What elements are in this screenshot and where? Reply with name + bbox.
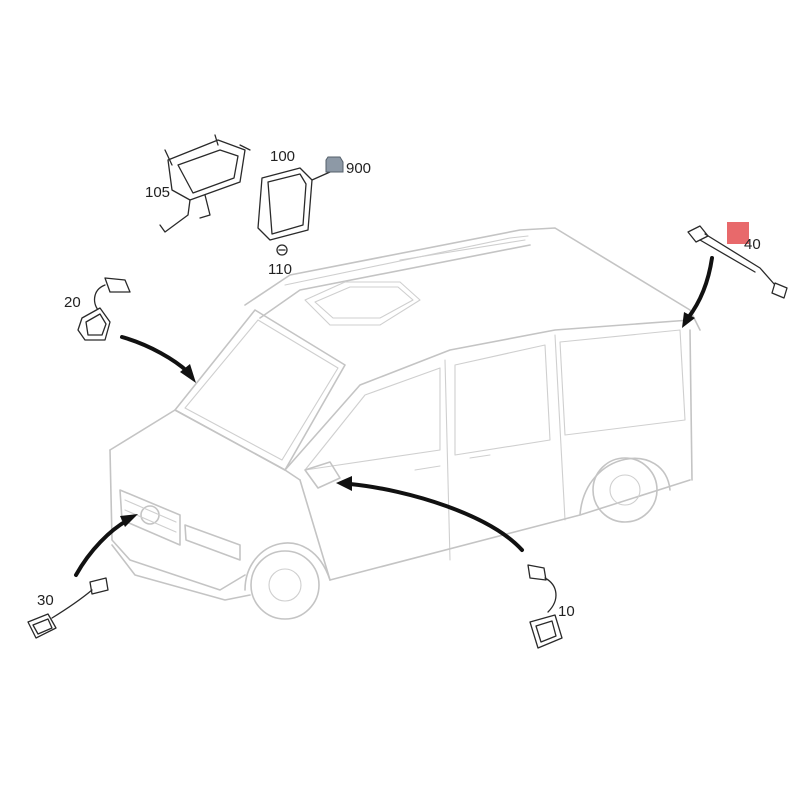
bracket-part-105 [159,134,251,233]
arrows [74,256,714,577]
callout-105: 105 [145,184,170,201]
arrow-10 [348,482,524,552]
callout-100: 100 [270,148,295,165]
van-illustration [109,227,701,620]
highlight-marker [727,222,749,244]
callout-10: 10 [558,603,575,620]
control-module-part-100 [257,167,331,241]
callout-110: 110 [268,261,292,278]
camera-part-10 [527,564,563,649]
callout-labels: 100 105 110 900 20 40 30 10 [37,148,761,620]
sensor-part-30 [27,577,109,639]
arrow-30 [74,518,130,577]
cable-part-40 [687,222,788,299]
callout-20: 20 [64,294,81,311]
screw-part-110 [276,244,288,256]
callout-30: 30 [37,592,54,609]
callout-900: 900 [346,160,371,177]
arrow-40 [686,256,714,320]
sensor-part-20 [77,277,131,341]
arrow-20 [120,335,190,374]
connector-part-900 [325,156,344,173]
callout-40: 40 [744,236,761,253]
